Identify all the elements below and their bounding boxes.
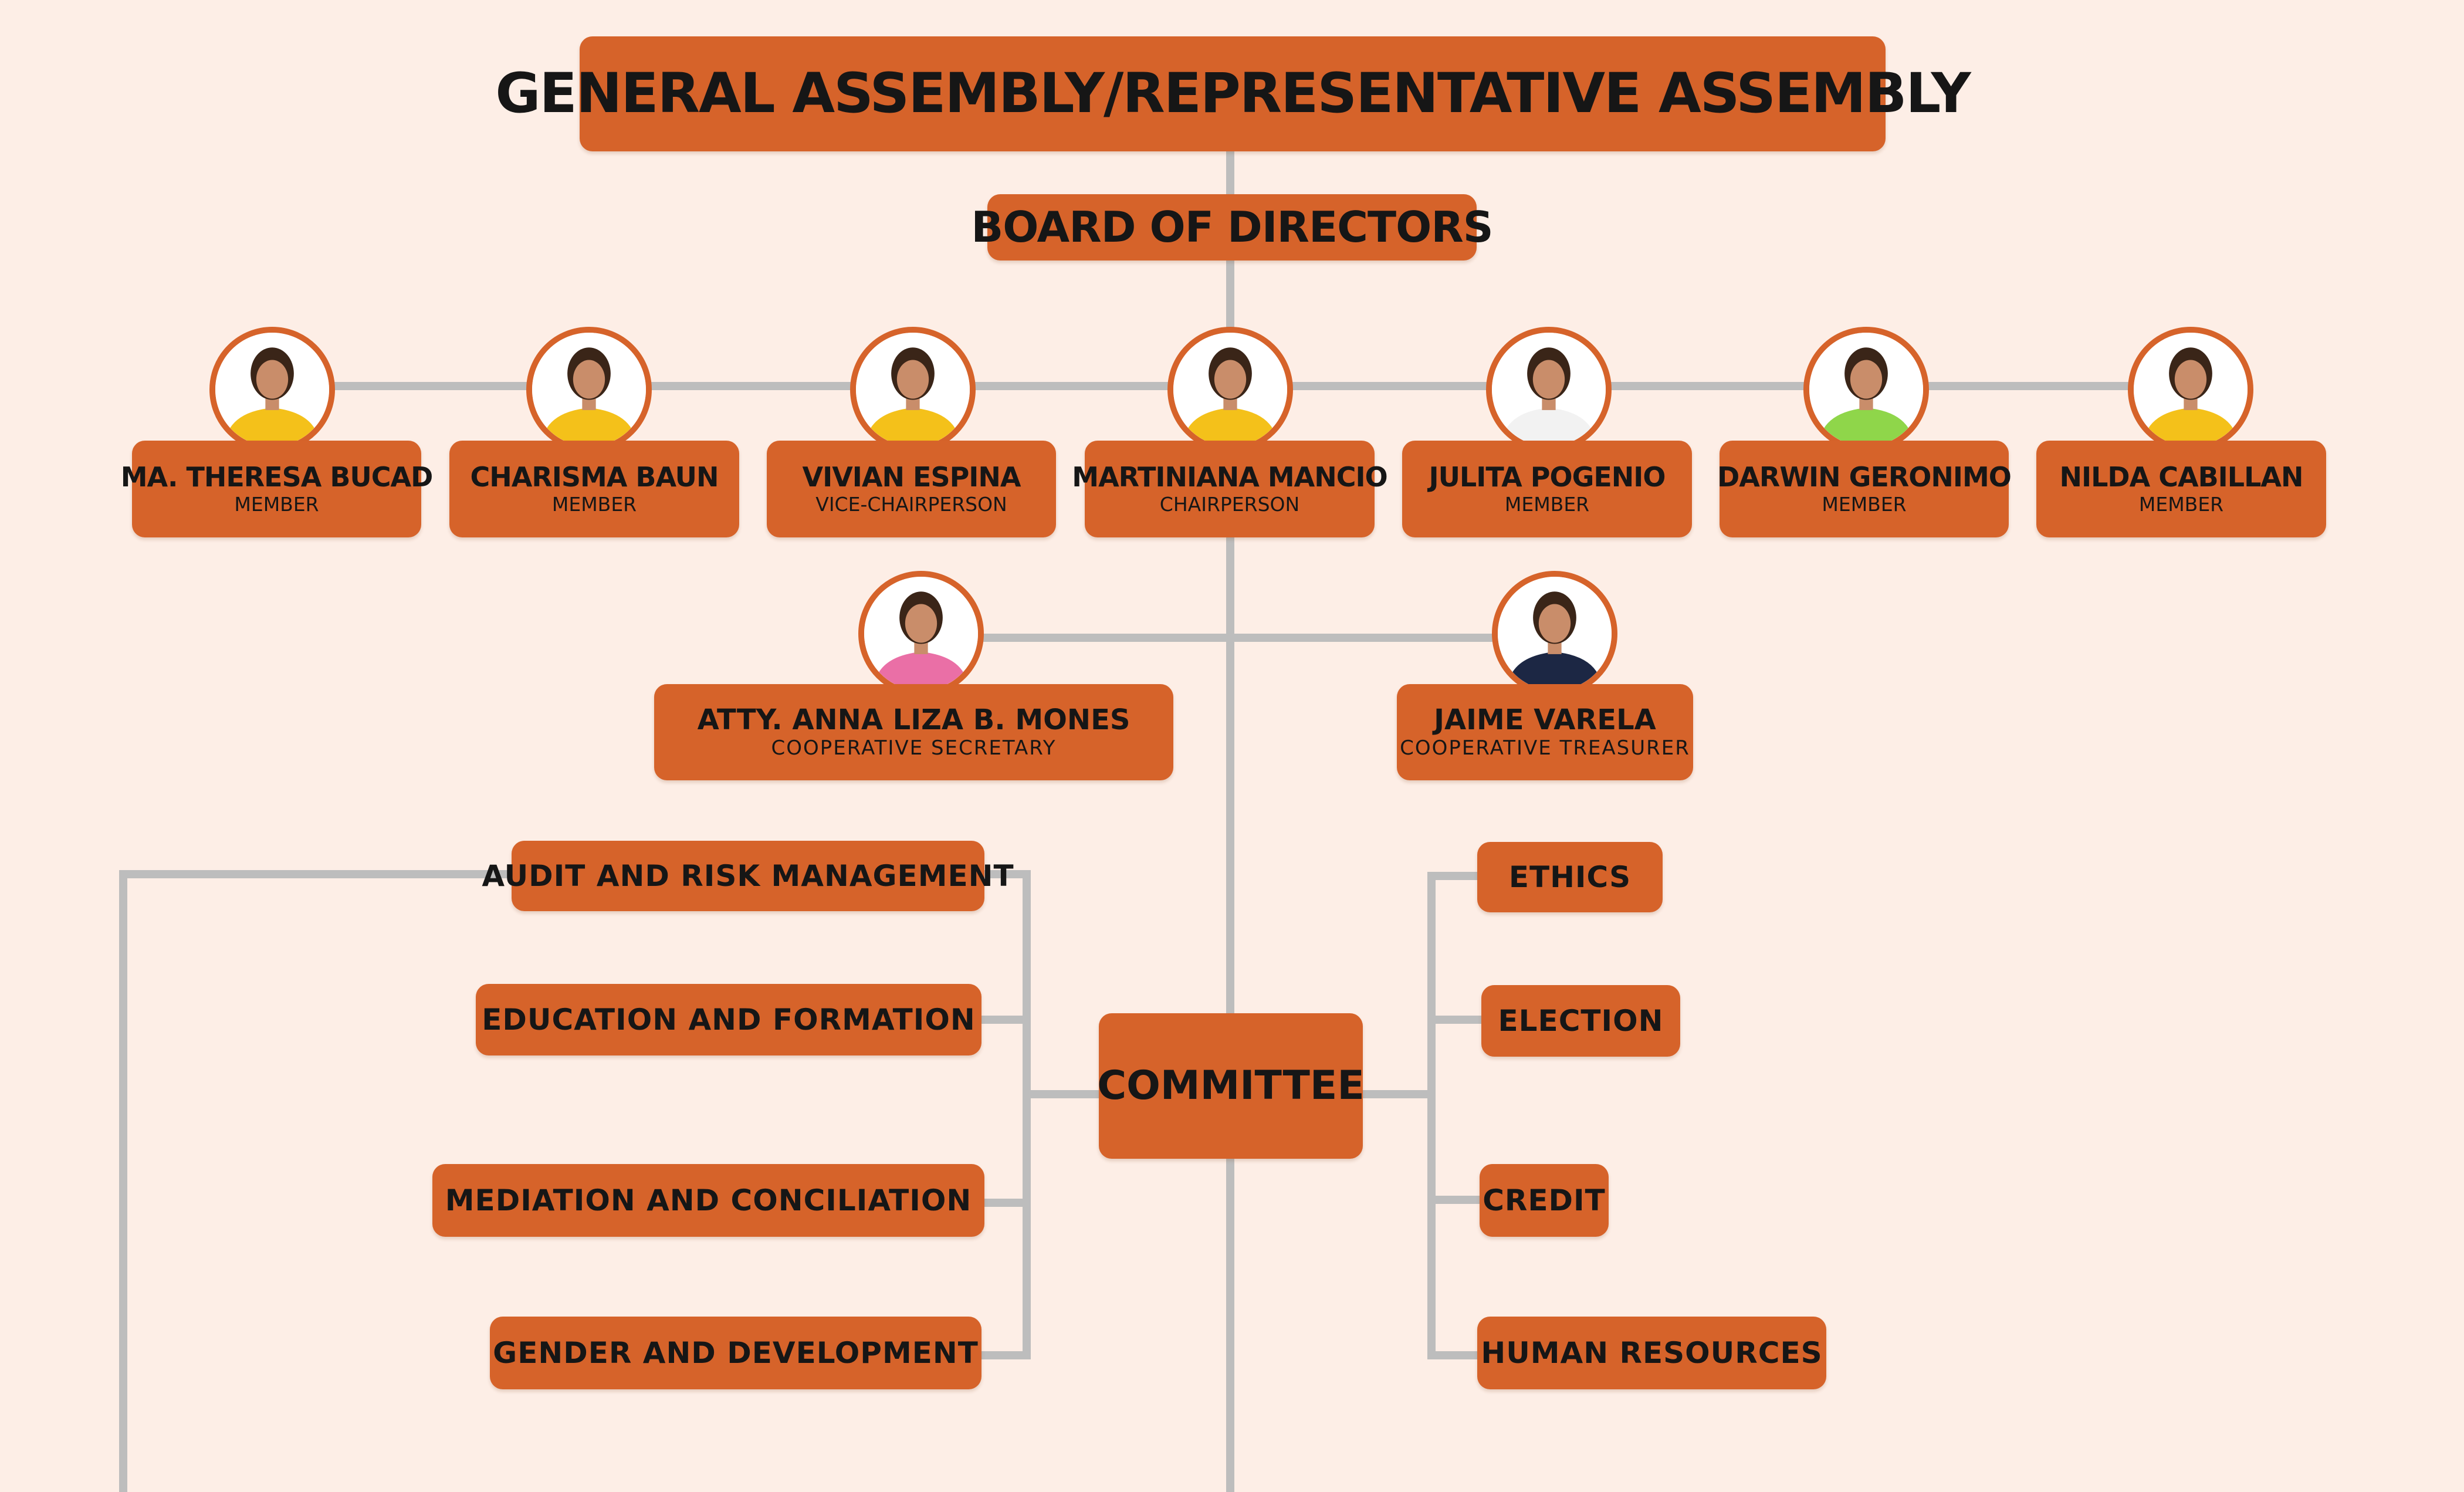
treasurer-card: JAIME VARELA COOPERATIVE TREASURER <box>1397 684 1693 780</box>
committee-label: CREDIT <box>1483 1183 1606 1217</box>
committee-label: AUDIT AND RISK MANAGEMENT <box>482 858 1014 893</box>
committee-hub-box: COMMITTEE <box>1097 1013 1365 1159</box>
officer-photo <box>858 571 984 696</box>
committee-hub-label: COMMITTEE <box>1097 1063 1365 1109</box>
member-card-cabillan: NILDA CABILLAN MEMBER <box>2036 441 2326 537</box>
person-icon <box>532 333 646 446</box>
committee-label: ETHICS <box>1508 860 1632 894</box>
member-name: MARTINIANA MANCIO <box>1072 461 1387 493</box>
member-name: MA. THERESA BUCAD <box>120 461 434 493</box>
committee-label: GENDER AND DEVELOPMENT <box>493 1335 979 1370</box>
member-photo <box>209 327 335 452</box>
member-card-pogenio: JULITA POGENIO MEMBER <box>1402 441 1692 537</box>
member-photo <box>2128 327 2253 452</box>
person-icon <box>1173 333 1287 446</box>
member-card-baun: CHARISMA BAUN MEMBER <box>449 441 739 537</box>
person-icon <box>1498 577 1612 691</box>
board-of-directors-box: BOARD OF DIRECTORS <box>971 194 1494 260</box>
officer-role: COOPERATIVE SECRETARY <box>771 736 1057 760</box>
member-card-bucad: MA. THERESA BUCAD MEMBER <box>121 441 433 537</box>
member-name: JULITA POGENIO <box>1429 461 1666 493</box>
member-role: MEMBER <box>1504 492 1590 516</box>
committee-ethics: ETHICS <box>1477 842 1663 912</box>
committee-label: HUMAN RESOURCES <box>1481 1335 1823 1370</box>
member-photo <box>1803 327 1929 452</box>
board-of-directors-label: BOARD OF DIRECTORS <box>971 202 1493 252</box>
member-card-geronimo: DARWIN GERONIMO MEMBER <box>1717 441 2012 537</box>
officer-name: JAIME VARELA <box>1434 703 1656 737</box>
person-icon <box>856 333 970 446</box>
person-icon <box>2134 333 2248 446</box>
general-assembly-box: GENERAL ASSEMBLY/REPRESENTATIVE ASSEMBLY <box>495 36 1971 151</box>
member-role: MEMBER <box>1822 492 1907 516</box>
person-icon <box>1809 333 1923 446</box>
person-icon <box>215 333 329 446</box>
member-photo <box>850 327 976 452</box>
member-photo <box>526 327 652 452</box>
member-card-mancio: MARTINIANA MANCIO CHAIRPERSON <box>1072 441 1388 537</box>
officer-name: ATTY. ANNA LIZA B. MONES <box>697 703 1131 737</box>
committee-label: ELECTION <box>1498 1003 1664 1038</box>
general-assembly-label: GENERAL ASSEMBLY/REPRESENTATIVE ASSEMBLY <box>495 61 1971 126</box>
committee-education: EDUCATION AND FORMATION <box>476 984 981 1055</box>
officer-role: COOPERATIVE TREASURER <box>1400 736 1690 760</box>
member-name: DARWIN GERONIMO <box>1717 461 2012 493</box>
committee-gender: GENDER AND DEVELOPMENT <box>490 1317 981 1389</box>
person-icon <box>864 577 978 691</box>
person-icon <box>1492 333 1606 446</box>
member-name: CHARISMA BAUN <box>470 461 719 493</box>
committee-audit: AUDIT AND RISK MANAGEMENT <box>482 841 1014 911</box>
committee-hr: HUMAN RESOURCES <box>1477 1317 1826 1389</box>
committee-credit: CREDIT <box>1480 1164 1609 1237</box>
member-photo <box>1167 327 1293 452</box>
member-role: VICE-CHAIRPERSON <box>815 492 1007 516</box>
secretary-card: ATTY. ANNA LIZA B. MONES COOPERATIVE SEC… <box>654 684 1173 780</box>
member-role: CHAIRPERSON <box>1159 492 1300 516</box>
member-card-espina: VIVIAN ESPINA VICE-CHAIRPERSON <box>767 441 1056 537</box>
member-role: MEMBER <box>551 492 637 516</box>
member-photo <box>1486 327 1612 452</box>
member-name: VIVIAN ESPINA <box>802 461 1021 493</box>
member-role: MEMBER <box>234 492 319 516</box>
member-name: NILDA CABILLAN <box>2059 461 2304 493</box>
member-role: MEMBER <box>2138 492 2224 516</box>
committee-label: MEDIATION AND CONCILIATION <box>445 1183 972 1217</box>
officer-photo <box>1492 571 1617 696</box>
committee-mediation: MEDIATION AND CONCILIATION <box>432 1164 984 1237</box>
committee-election: ELECTION <box>1481 985 1680 1057</box>
committee-label: EDUCATION AND FORMATION <box>482 1002 976 1037</box>
